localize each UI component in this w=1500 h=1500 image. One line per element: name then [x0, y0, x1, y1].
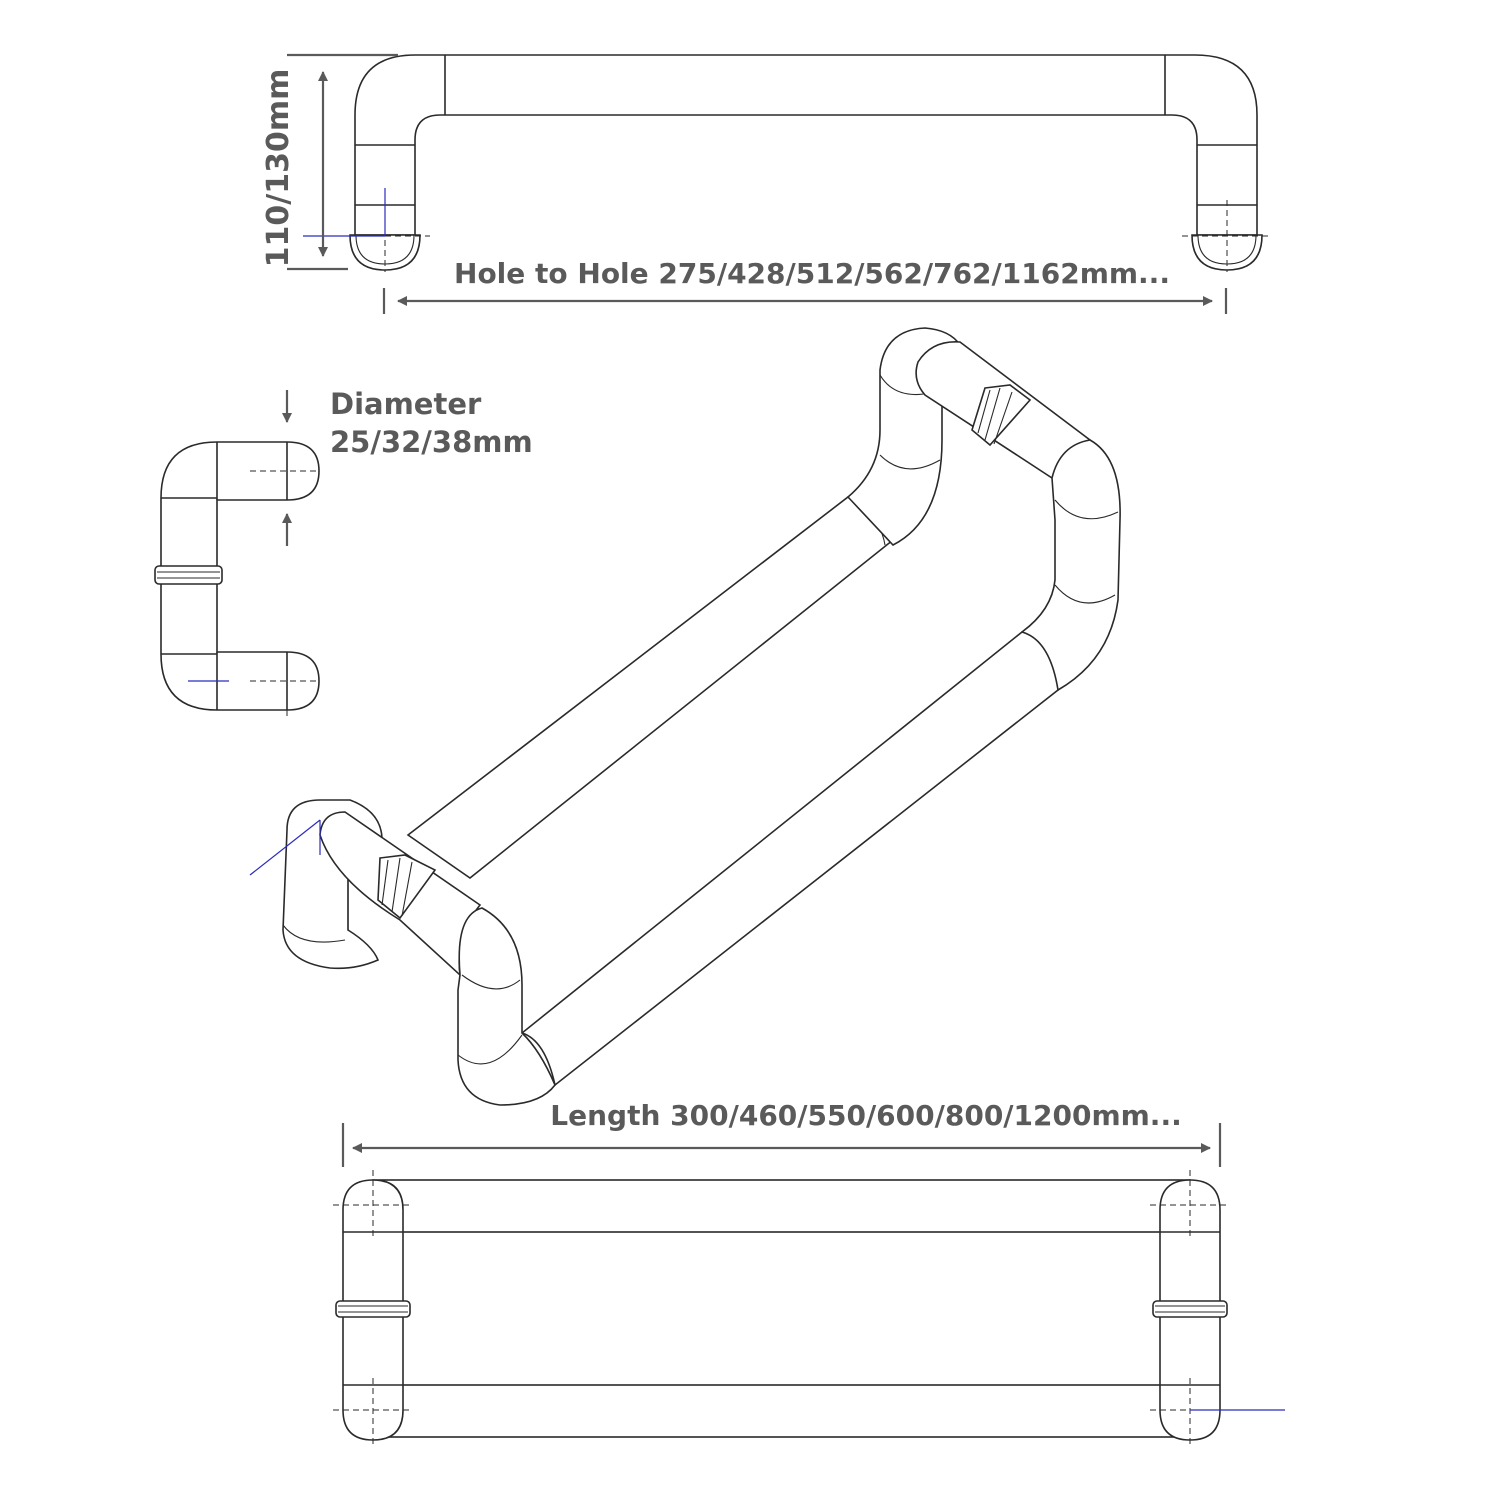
hole-to-hole-label: Hole to Hole 275/428/512/562/762/1162mm.…	[454, 257, 1170, 290]
height-label: 110/130mm	[261, 69, 296, 268]
length-dimension: Length 300/460/550/600/800/1200mm...	[341, 1099, 1222, 1167]
top-side-view	[303, 54, 1272, 272]
diameter-side-view: Diameter 25/32/38mm	[154, 387, 533, 716]
isometric-view	[249, 327, 1121, 1106]
length-label: Length 300/460/550/600/800/1200mm...	[550, 1099, 1181, 1132]
bottom-plan-view	[333, 1170, 1285, 1445]
height-dimension: 110/130mm	[261, 53, 398, 271]
hole-to-hole-dimension: Hole to Hole 275/428/512/562/762/1162mm.…	[382, 257, 1228, 314]
diameter-values: 25/32/38mm	[330, 425, 533, 459]
diameter-title: Diameter	[330, 387, 482, 421]
